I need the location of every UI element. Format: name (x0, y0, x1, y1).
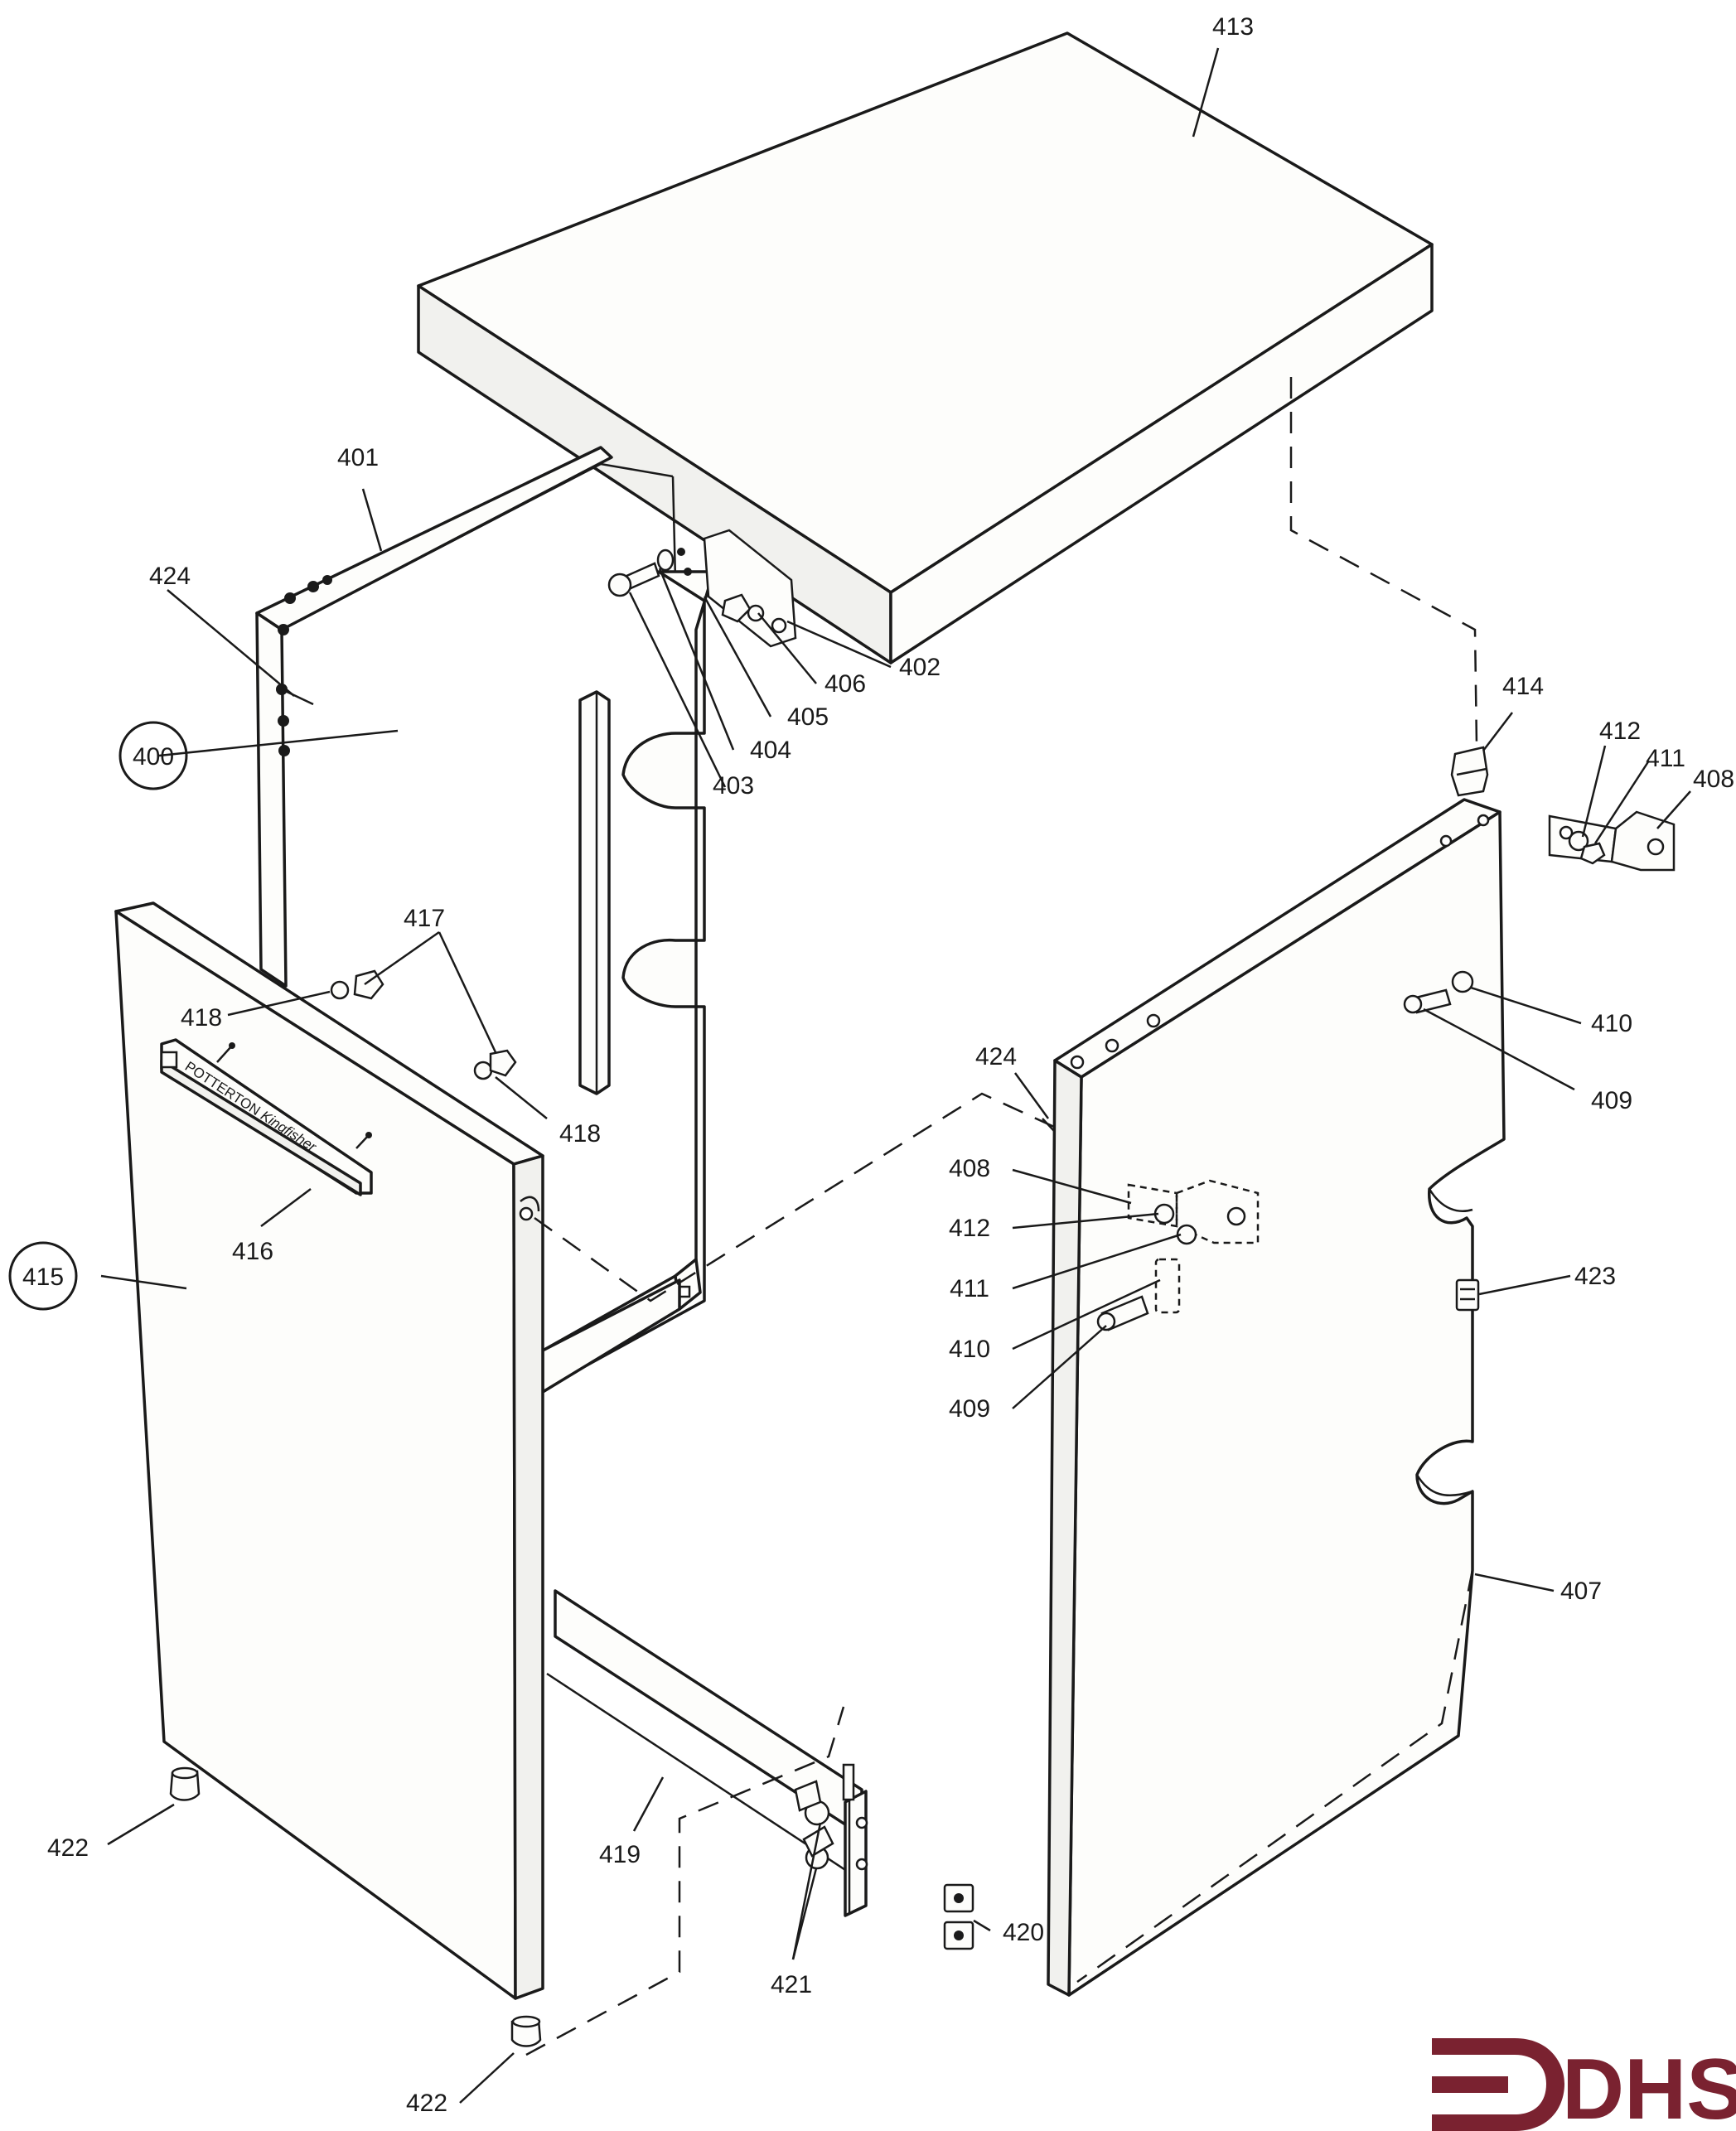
label-410-right: 410 (1591, 1010, 1632, 1037)
part-labels: 413 401 424 400 402 406 405 404 403 417 … (8, 13, 1734, 2117)
label-424-left: 424 (149, 563, 191, 590)
label-409-mid: 409 (949, 1395, 990, 1423)
label-415: 415 (22, 1264, 64, 1291)
circle-400 (118, 721, 188, 790)
label-411-mid: 411 (950, 1275, 989, 1302)
label-407: 407 (1560, 1578, 1602, 1605)
label-408-right: 408 (1693, 766, 1734, 793)
label-408-mid: 408 (949, 1155, 990, 1182)
front-door (114, 901, 544, 2000)
nuts-and-washers-417-418 (330, 969, 517, 1080)
bottom-rails (541, 1278, 863, 1882)
label-410-mid: 410 (949, 1336, 990, 1363)
label-416: 416 (232, 1238, 273, 1265)
assembly-lines (525, 377, 1478, 2056)
label-401: 401 (337, 444, 379, 471)
top-panel (417, 31, 1434, 664)
bracket-middle (1127, 1179, 1260, 1245)
label-418-upper: 418 (181, 1004, 222, 1032)
label-419: 419 (599, 1841, 641, 1868)
label-422-left: 422 (47, 1834, 89, 1862)
logo-mark (1432, 2038, 1564, 2131)
clip (1450, 746, 1489, 797)
back-frame (255, 446, 710, 1394)
label-404: 404 (750, 737, 791, 764)
label-422-bottom: 422 (406, 2090, 447, 2117)
feet (169, 1766, 542, 2047)
label-411-right: 411 (1646, 745, 1685, 772)
side-panel (1047, 798, 1506, 1997)
label-402: 402 (899, 654, 941, 681)
label-409-right: 409 (1591, 1087, 1632, 1114)
circle-415 (8, 1241, 78, 1311)
label-418-lower: 418 (559, 1120, 601, 1148)
door-handle: POTTERTON Kingfisher (160, 1038, 373, 1196)
label-403: 403 (713, 772, 754, 800)
label-406: 406 (824, 670, 866, 698)
label-420: 420 (1003, 1919, 1044, 1946)
label-412-mid: 412 (949, 1215, 990, 1242)
label-413: 413 (1212, 13, 1254, 41)
hinge-plate (794, 1763, 868, 1917)
label-405: 405 (787, 703, 829, 731)
label-417: 417 (404, 905, 445, 932)
leader-lines (100, 47, 1691, 2104)
label-423: 423 (1574, 1263, 1616, 1290)
label-412-right: 412 (1599, 718, 1641, 745)
bracket-top-right (1548, 810, 1676, 872)
label-400: 400 (133, 743, 174, 771)
logo-text: DHS (1562, 2042, 1736, 2131)
label-424-right: 424 (975, 1043, 1017, 1070)
dhs-logo: DHS (1432, 2038, 1736, 2131)
clips-420 (943, 1883, 974, 1950)
screws-and-washers (1096, 970, 1474, 1331)
latch (1455, 1278, 1480, 1312)
label-414: 414 (1502, 673, 1544, 700)
top-bracket (607, 529, 797, 648)
label-421: 421 (771, 1971, 812, 1998)
